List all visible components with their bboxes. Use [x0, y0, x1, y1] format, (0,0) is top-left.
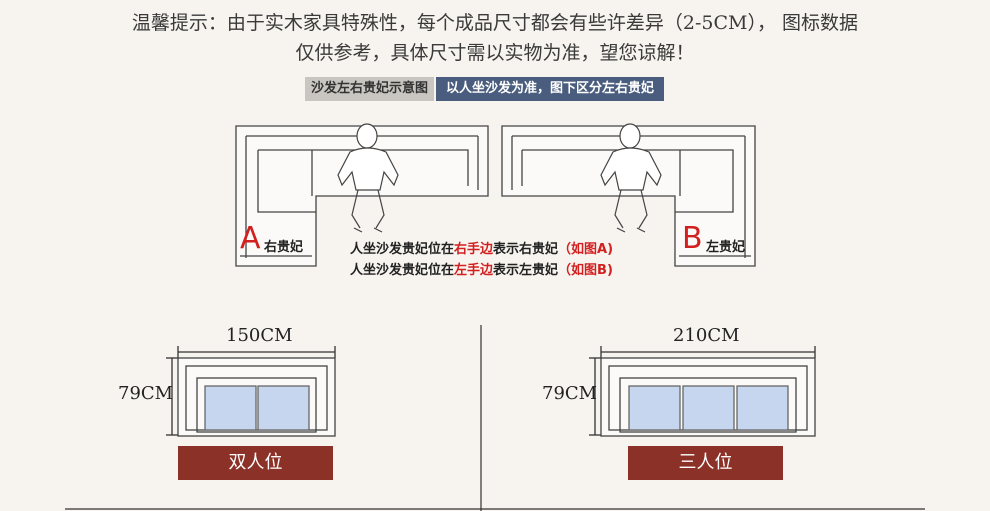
person-a-drawing: [337, 123, 399, 233]
lshape-a-label: 右贵妃: [264, 240, 304, 255]
notice-line-2: 仅供参考，具体尺寸需以实物为准，望您谅解！: [295, 42, 695, 64]
caption-2-ref: （如图B): [558, 263, 613, 278]
sofa-two-name: 双人位: [178, 446, 333, 480]
diagram-title-tag: 沙发左右贵妃示意图: [305, 77, 435, 101]
sofa-three-width-label: 210CM: [673, 325, 740, 346]
sofa-two-width-label: 150CM: [226, 325, 293, 346]
sofa-three-name: 三人位: [628, 446, 783, 480]
caption-line-1: 人坐沙发贵妃位在右手边表示右贵妃（如图A): [350, 238, 613, 257]
lshape-b-letter: B: [682, 221, 703, 256]
caption-1-suffix: 表示右贵妃: [493, 242, 559, 257]
diagram-header: 沙发左右贵妃示意图 以人坐沙发为准，图下区分左右贵妃: [305, 77, 665, 101]
lshape-sofa-b-drawing: [501, 125, 756, 267]
person-b-drawing: [600, 123, 662, 233]
caption-1-ref: （如图A): [558, 242, 614, 257]
diagram-note-tag: 以人坐沙发为准，图下区分左右贵妃: [436, 77, 665, 101]
lshape-sofa-a-drawing: [235, 125, 489, 267]
sofa-three-cushion-3: [736, 385, 789, 431]
lshape-b-label: 左贵妃: [706, 240, 746, 255]
sofa-three-depth-label: 79CM: [542, 383, 598, 404]
sofa-three-cushion-2: [682, 385, 735, 431]
caption-1-prefix: 人坐沙发贵妃位在: [350, 242, 455, 257]
sofa-two-cushion-1: [204, 385, 257, 431]
caption-1-highlight: 右手边: [454, 242, 494, 257]
notice-line-1: 温馨提示：由于实木家具特殊性，每个成品尺寸都会有些许差异（2-5CM）， 图标数…: [131, 12, 859, 34]
sofa-two-depth-label: 79CM: [118, 383, 174, 404]
sofa-two-cushion-2: [257, 385, 310, 431]
caption-2-highlight: 左手边: [454, 263, 494, 278]
caption-2-prefix: 人坐沙发贵妃位在: [350, 263, 455, 278]
sofa-three-cushion-1: [628, 385, 681, 431]
caption-2-suffix: 表示左贵妃: [493, 263, 559, 278]
caption-line-2: 人坐沙发贵妃位在左手边表示左贵妃（如图B): [350, 259, 613, 278]
lshape-a-letter: A: [240, 221, 261, 256]
